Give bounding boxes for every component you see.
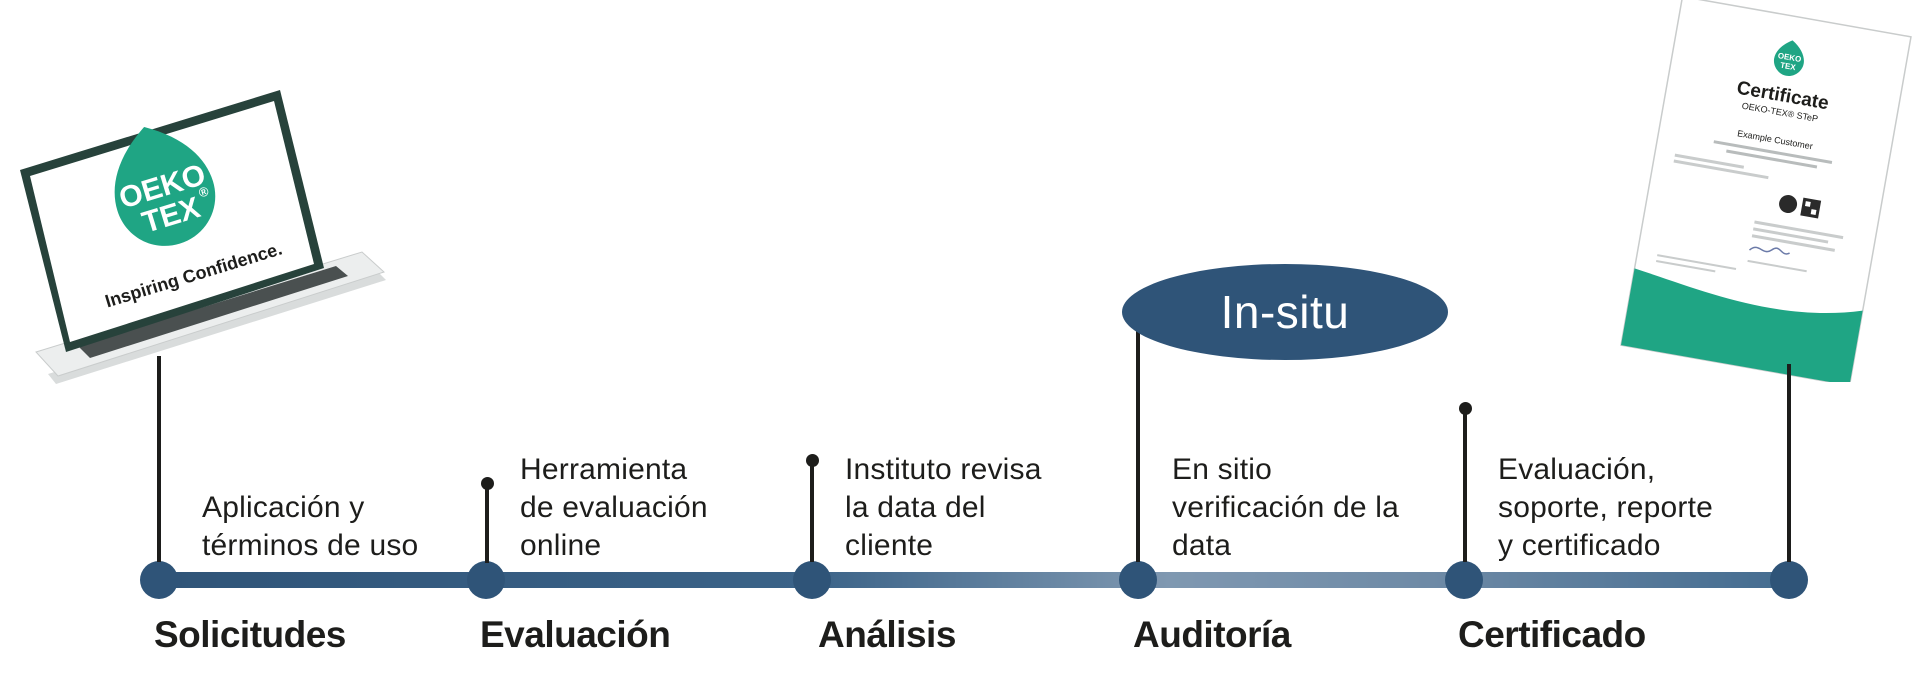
timeline-bar [158,572,1788,588]
description-line: Aplicación y [202,491,365,524]
certificate-illustration: OEKO TEX Certificate OEKO-TEX® STeP Exam… [1620,0,1912,382]
stage-title-certificado: Certificado [1458,614,1646,655]
timeline-node-evaluacion [467,561,505,599]
description-line: data [1172,529,1232,562]
stage-title-solicitudes: Solicitudes [154,614,346,655]
step-description-auditoria: En sitio verificación de la data [1172,451,1399,565]
timeline-node-auditoria [1119,561,1157,599]
description-line: Evaluación, [1498,453,1656,486]
step-description-analisis: Instituto revisa la data del cliente [845,451,1042,565]
description-line: cliente [845,529,934,562]
timeline-node-end [1770,561,1808,599]
description-line: soporte, reporte [1498,491,1713,524]
stage-title-analisis: Análisis [818,614,956,655]
description-line: online [520,529,602,562]
description-line: términos de uso [202,529,419,562]
description-line: Instituto revisa [845,453,1042,486]
certificate-logo-line1: OEKO [1777,51,1802,64]
timeline-node-analisis [793,561,831,599]
timeline-node-solicitudes [140,561,178,599]
connector-evaluacion [485,483,489,563]
description-line: Herramienta [520,453,688,486]
description-line: y certificado [1498,529,1661,562]
timeline-node-certificado [1445,561,1483,599]
connector-analisis [810,460,814,562]
connector-certificado [1463,408,1467,562]
stage-title-evaluacion: Evaluación [480,614,671,655]
stage-title-auditoria: Auditoría [1133,614,1291,655]
connector-auditoria [1136,330,1140,562]
connector-end [1787,364,1791,562]
insitu-badge: In-situ [1122,264,1448,360]
step-description-solicitudes: Aplicación y términos de uso [202,489,418,565]
insitu-label: In-situ [1220,286,1350,338]
description-line: la data del [845,491,986,524]
step-description-evaluacion: Herramienta de evaluación online [520,451,708,565]
step-description-certificado: Evaluación, soporte, reporte y certifica… [1498,451,1713,565]
certificate-logo-line2: TEX [1780,61,1798,73]
description-line: En sitio [1172,453,1272,486]
description-line: verificación de la [1172,491,1400,524]
description-line: de evaluación [520,491,708,524]
connector-solicitudes [157,356,161,562]
laptop-illustration: OEKO TEX ® Inspiring Confidence. [20,90,386,384]
